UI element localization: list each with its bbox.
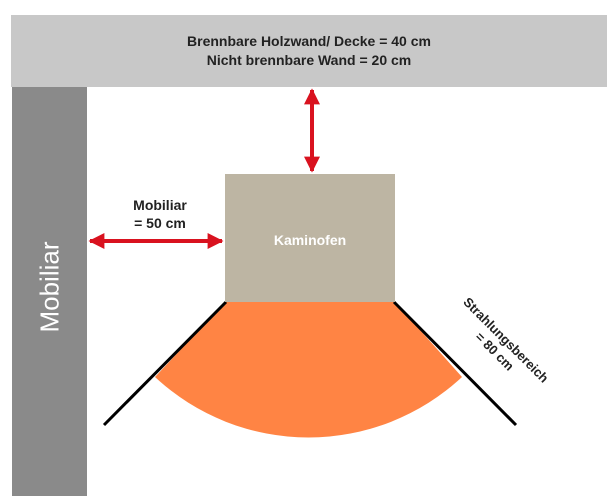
stove-label: Kaminofen (273, 232, 347, 248)
top-wall: Brennbare Holzwand/ Decke = 40 cm Nicht … (11, 15, 607, 87)
furniture-distance-line1: Mobiliar (133, 197, 187, 213)
furniture-distance-label: Mobiliar = 50 cm (110, 196, 210, 232)
stove: Kaminofen (225, 174, 395, 302)
radiation-boundary-right (392, 300, 518, 427)
radiation-zone (155, 302, 462, 438)
radiation-boundary-left (102, 300, 228, 427)
side-wall-furniture: Mobiliar (12, 87, 87, 496)
top-wall-label-noncombustible: Nicht brennbare Wand = 20 cm (206, 52, 412, 68)
furniture-distance-line2: = 50 cm (134, 215, 186, 231)
top-wall-label-combustible: Brennbare Holzwand/ Decke = 40 cm (187, 33, 431, 49)
